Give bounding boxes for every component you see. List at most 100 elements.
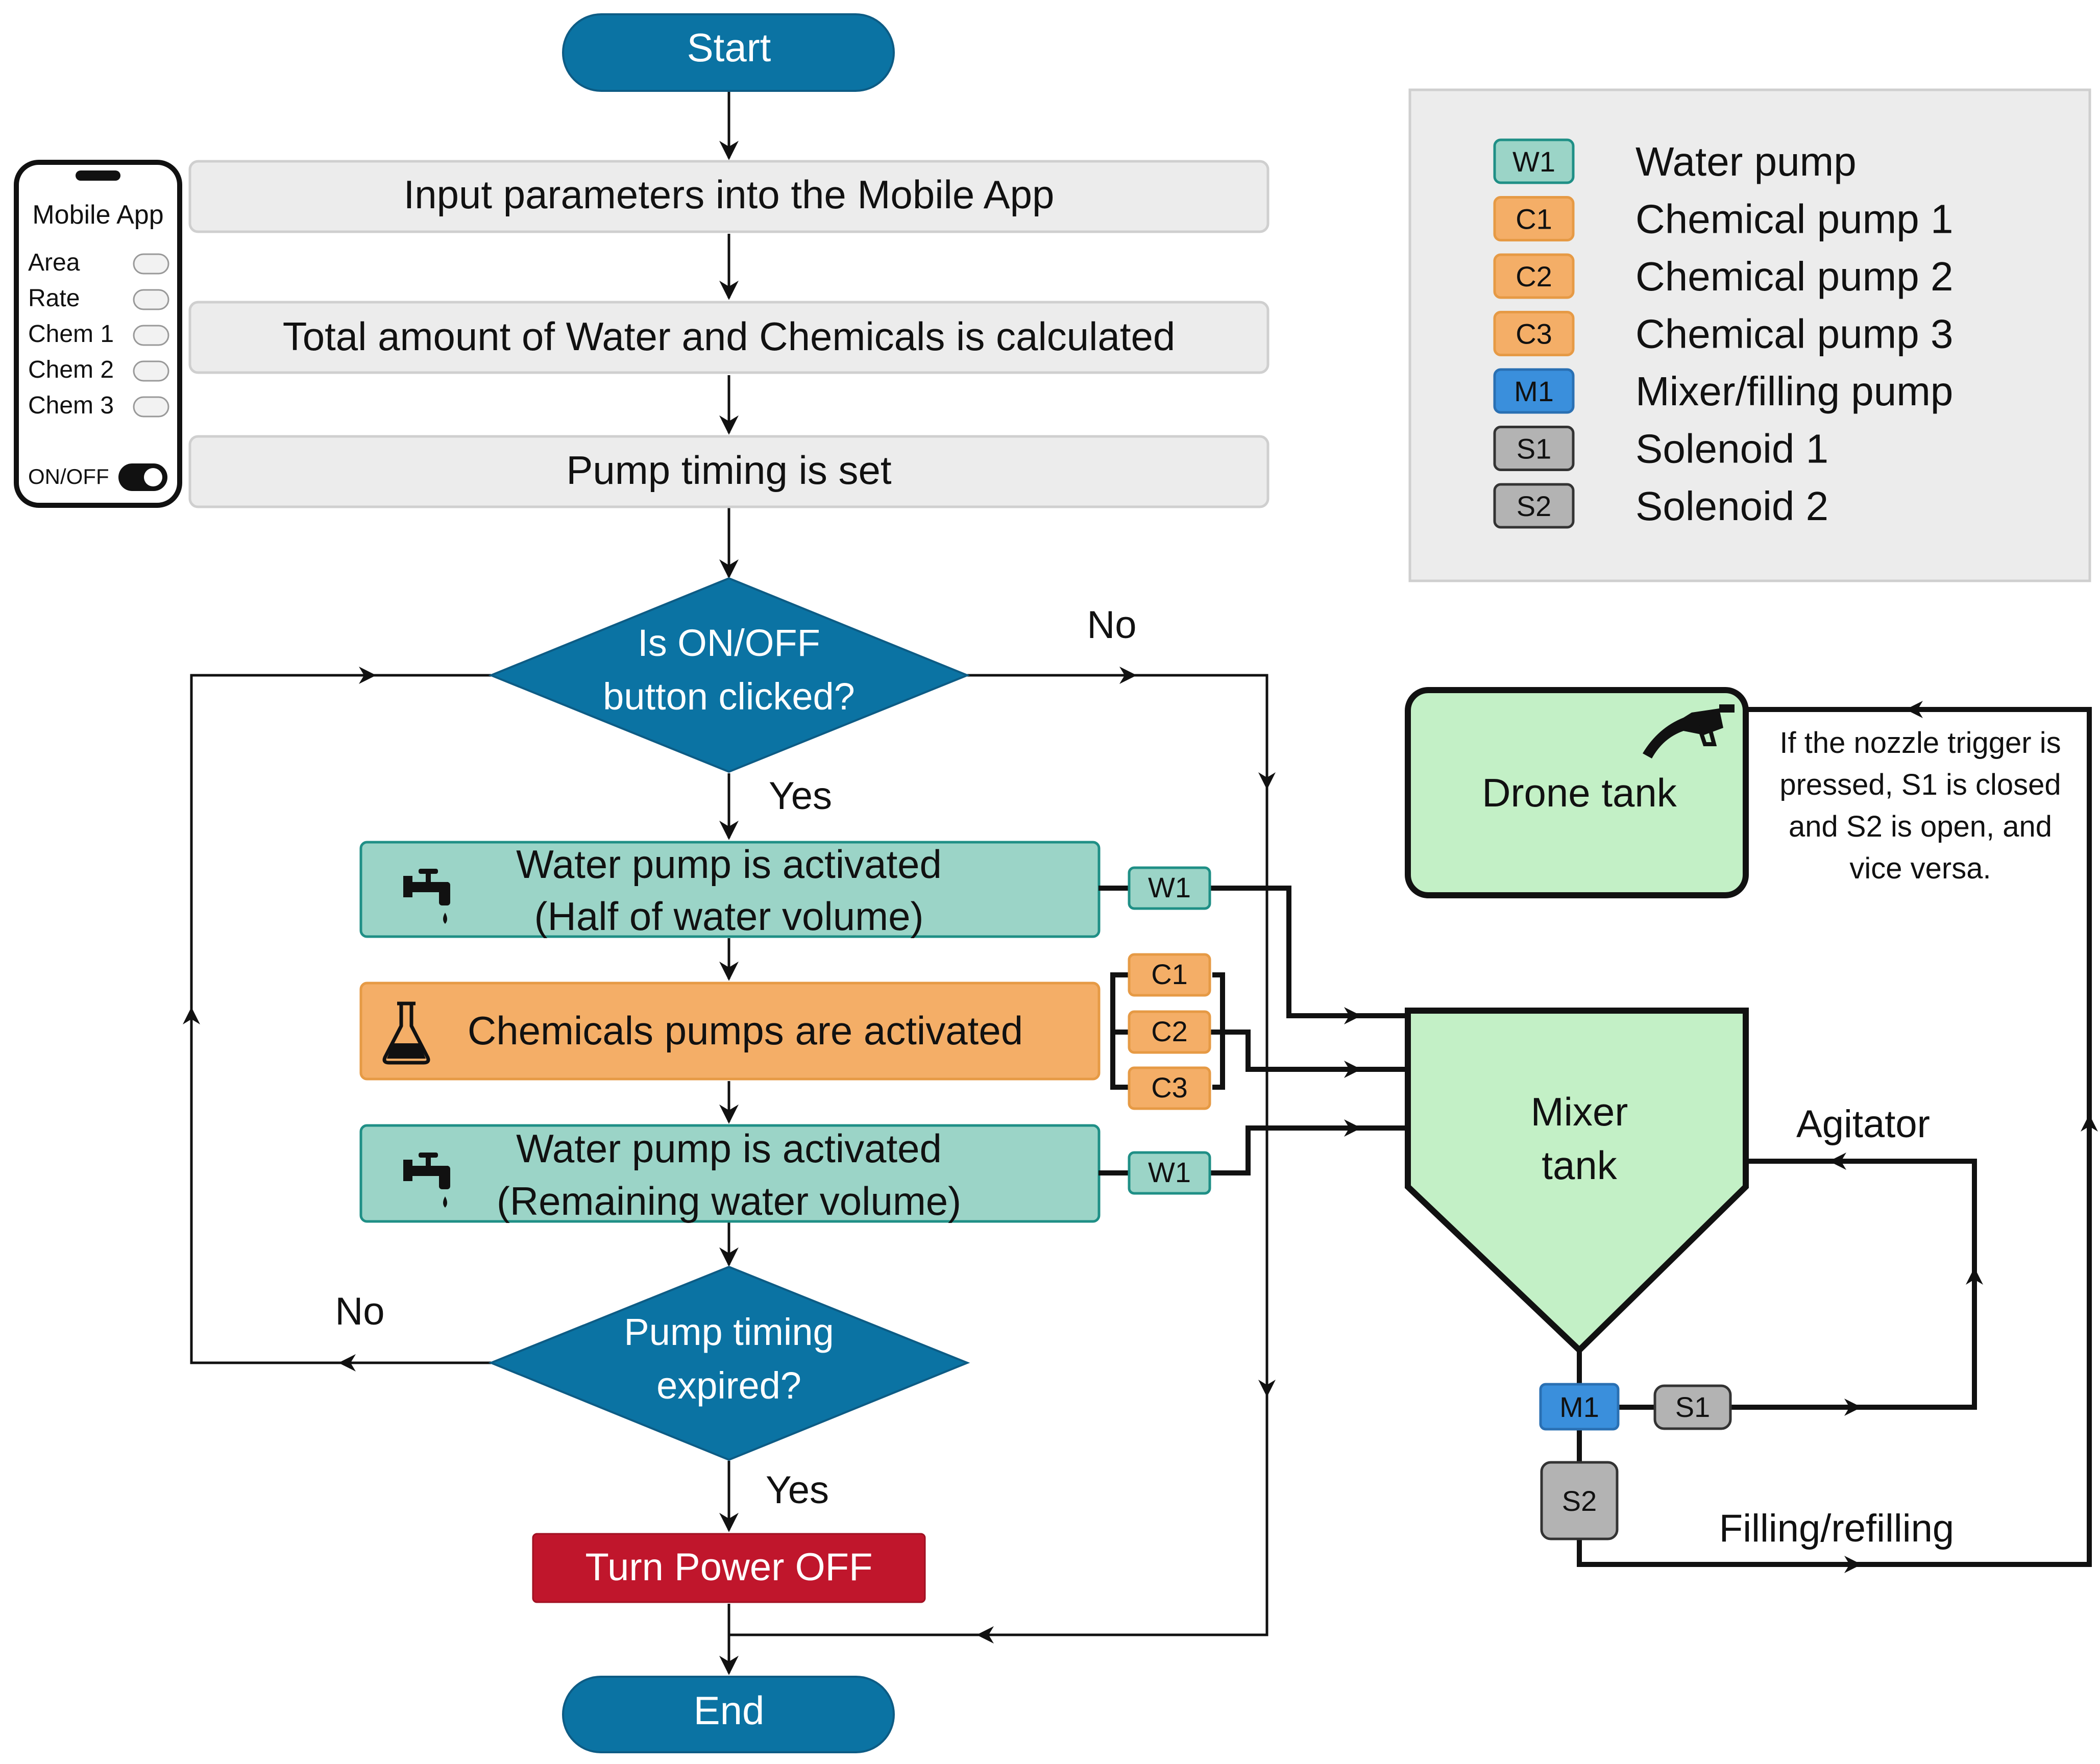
legend-swatch (1493, 311, 1575, 356)
app-field-label: Area (28, 249, 80, 276)
water-pump-remaining-line1: Water pump is activated (516, 1126, 942, 1171)
nozzle-note-line: If the nozzle trigger is (1779, 726, 2061, 760)
app-field-label: Chem 2 (28, 356, 114, 383)
app-field-toggle[interactable] (133, 253, 169, 275)
chemical-pumps-label: Chemicals pumps are activated (468, 1008, 1023, 1053)
pump-timing-step (188, 435, 1269, 508)
phone-notch (76, 170, 120, 181)
w1-pump-tag-top (1128, 866, 1211, 910)
timing-decision-line2: expired? (656, 1364, 801, 1407)
onoff-toggle-label: ON/OFF (28, 464, 109, 488)
onoff-no-label: No (1087, 603, 1136, 647)
legend-code: C2 (1516, 260, 1552, 292)
nozzle-note-line: vice versa. (1849, 852, 1991, 885)
w1-pump-tag-top-label: W1 (1148, 871, 1191, 903)
timing-no-label: No (335, 1290, 384, 1333)
start-label: Start (687, 25, 771, 70)
m1-pump-tag (1539, 1383, 1620, 1431)
onoff-decision-line2: button clicked? (603, 675, 855, 718)
onoff-yes-label: Yes (769, 774, 832, 818)
fuel-nozzle-icon (1643, 704, 1735, 758)
nozzle-note-line: pressed, S1 is closed (1779, 768, 2061, 801)
legend-swatch (1493, 196, 1575, 241)
mixer-tank-line1: Mixer (1531, 1089, 1628, 1134)
legend-swatch (1493, 253, 1575, 299)
s1-solenoid-tag-label: S1 (1675, 1391, 1711, 1423)
legend-swatch (1493, 483, 1575, 529)
m1-pump-tag-label: M1 (1559, 1391, 1599, 1423)
chemical-pumps-step (359, 982, 1101, 1081)
calculation-step (188, 301, 1269, 374)
turn-power-off-label: Turn Power OFF (585, 1546, 872, 1589)
water-pump-half-line2: (Half of water volume) (534, 894, 924, 939)
calculation-label: Total amount of Water and Chemicals is c… (283, 314, 1176, 359)
c3-pump-tag (1128, 1066, 1211, 1110)
legend-code: M1 (1514, 375, 1554, 407)
mixer-tank-line2: tank (1542, 1143, 1617, 1188)
legend-swatch (1493, 138, 1575, 184)
app-field-toggle[interactable] (133, 396, 169, 418)
water-pump-half-line1: Water pump is activated (516, 842, 942, 887)
c3-pump-tag-label: C3 (1151, 1071, 1188, 1104)
legend-code: C1 (1516, 203, 1552, 235)
legend-label: Chemical pump 1 (1635, 197, 1954, 242)
s2-solenoid-tag-label: S2 (1562, 1485, 1597, 1517)
faucet-icon (403, 1153, 450, 1208)
legend-label: Solenoid 1 (1635, 426, 1828, 472)
legend-label: Chemical pump 2 (1635, 254, 1954, 299)
nozzle-note: If the nozzle trigger is pressed, S1 is c… (1779, 726, 2061, 885)
onoff-decision (488, 577, 970, 773)
pipe-arrows (1344, 701, 2098, 1573)
c2-pump-tag (1128, 1010, 1211, 1054)
timing-decision-line1: Pump timing (624, 1311, 834, 1353)
legend-code: S2 (1517, 490, 1552, 522)
filling-refilling-label: Filling/refilling (1719, 1507, 1954, 1550)
s1-solenoid-tag (1653, 1384, 1732, 1430)
drone-tank-label: Drone tank (1482, 770, 1677, 815)
mixer-tank (1405, 1008, 1749, 1355)
end-terminal (562, 1676, 895, 1753)
legend-code: C3 (1516, 318, 1552, 350)
timing-yes-label: Yes (766, 1468, 829, 1512)
agitator-label: Agitator (1796, 1102, 1930, 1146)
flask-icon (382, 1001, 430, 1065)
legend-code: S1 (1517, 433, 1552, 465)
legend-label: Solenoid 2 (1635, 483, 1828, 529)
input-parameters-label: Input parameters into the Mobile App (404, 172, 1055, 217)
legend-label: Water pump (1635, 139, 1857, 184)
faucet-icon (403, 869, 450, 924)
onoff-decision-line1: Is ON/OFF (638, 622, 820, 664)
legend-swatch (1493, 368, 1575, 414)
start-terminal (562, 13, 895, 92)
legend-swatch (1493, 426, 1575, 471)
w1-pump-tag-bottom-label: W1 (1148, 1156, 1191, 1188)
input-parameters-step (188, 160, 1269, 233)
legend-label: Mixer/filling pump (1635, 369, 1953, 414)
legend-code: W1 (1512, 145, 1555, 178)
flow-connectors (183, 92, 1276, 1675)
app-field-toggle[interactable] (133, 325, 169, 346)
mobile-app-title: Mobile App (32, 200, 163, 230)
turn-power-off-step (532, 1533, 926, 1603)
app-field-label: Chem 1 (28, 321, 114, 348)
app-field-label: Chem 3 (28, 392, 114, 419)
s2-solenoid-tag (1540, 1461, 1619, 1540)
onoff-toggle[interactable] (118, 463, 167, 491)
app-field-toggle[interactable] (133, 360, 169, 382)
pump-timing-label: Pump timing is set (566, 448, 892, 493)
legend-label: Chemical pump 3 (1635, 311, 1954, 357)
c2-pump-tag-label: C2 (1151, 1015, 1188, 1047)
c1-pump-tag (1128, 953, 1211, 997)
timing-decision (488, 1265, 970, 1461)
end-label: End (694, 1688, 765, 1733)
c1-pump-tag-label: C1 (1151, 958, 1188, 990)
w1-pump-tag-bottom (1128, 1151, 1211, 1195)
nozzle-note-line: and S2 is open, and (1789, 810, 2052, 843)
app-field-label: Rate (28, 285, 80, 312)
app-field-toggle[interactable] (133, 289, 169, 310)
water-pump-remaining-line2: (Remaining water volume) (497, 1179, 961, 1223)
